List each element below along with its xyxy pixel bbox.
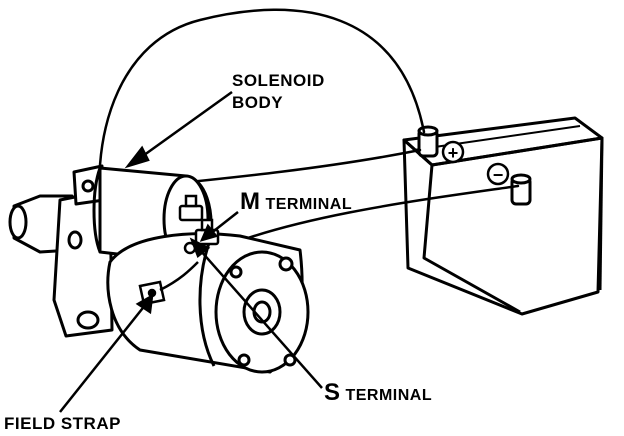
solenoid-label-line1: SOLENOID bbox=[232, 71, 325, 90]
arrow-head bbox=[199, 223, 219, 242]
m-terminal-label: M TERMINAL bbox=[240, 190, 352, 214]
positive-symbol-icon: + bbox=[441, 140, 465, 164]
s-terminal-letter: S bbox=[324, 379, 341, 406]
m-terminal-letter: M bbox=[240, 188, 261, 215]
m-terminal-word: TERMINAL bbox=[265, 196, 353, 213]
negative-post bbox=[510, 173, 532, 206]
positive-symbol: + bbox=[448, 143, 459, 163]
s-terminal-label: S TERMINAL bbox=[324, 381, 432, 405]
solenoid-label-line2: BODY bbox=[232, 93, 284, 112]
field-strap-label: FIELD STRAP bbox=[4, 414, 121, 433]
negative-symbol: − bbox=[493, 165, 504, 185]
positive-post bbox=[417, 125, 439, 158]
s-terminal-word: TERMINAL bbox=[345, 387, 433, 404]
leader-lines bbox=[59, 90, 323, 413]
solenoid-body-label: SOLENOID BODY bbox=[232, 70, 325, 114]
arrow-head bbox=[135, 293, 154, 315]
arrow-head bbox=[189, 237, 211, 259]
negative-symbol-icon: − bbox=[486, 162, 510, 186]
arrow-head bbox=[124, 145, 150, 169]
